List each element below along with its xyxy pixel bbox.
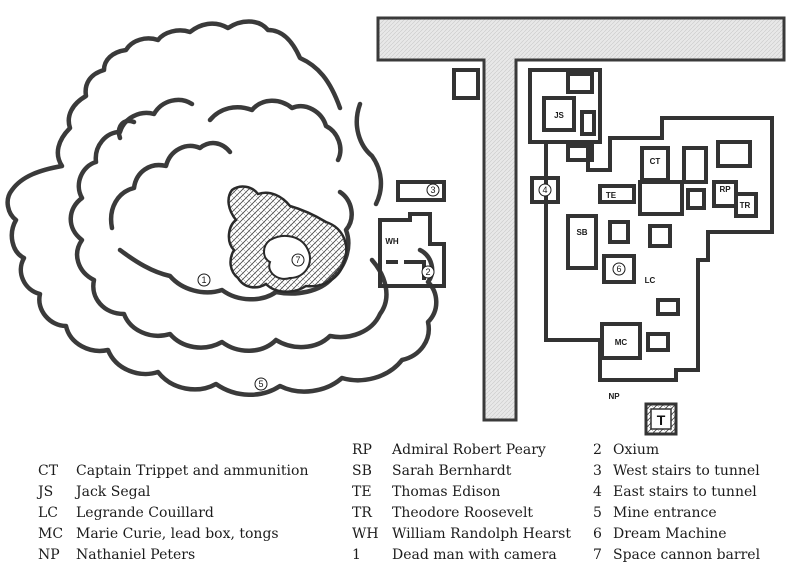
wh-building <box>378 212 446 288</box>
inner-contour-left <box>108 140 233 231</box>
outer-contour <box>5 19 439 397</box>
marker-2: 2 <box>425 267 430 277</box>
legend-code: 6 <box>593 526 602 542</box>
legend-text: Thomas Edison <box>392 484 501 500</box>
legend-item: RP Admiral Robert Peary <box>352 440 571 461</box>
map-symbol-letter: T <box>657 412 666 428</box>
legend-code: CT <box>38 463 59 479</box>
legend-code: JS <box>38 484 54 500</box>
label-sb: SB <box>576 228 587 237</box>
legend-code: 1 <box>352 547 361 563</box>
legend-text: Sarah Bernhardt <box>392 463 512 479</box>
legend-item: MC Marie Curie, lead box, tongs <box>38 524 308 545</box>
legend-item: 5 Mine entrance <box>593 503 760 524</box>
legend-text: Space cannon barrel <box>613 547 761 563</box>
legend-item: CT Captain Trippet and ammunition <box>38 461 308 482</box>
legend-item: LC Legrande Couillard <box>38 503 308 524</box>
label-te: TE <box>606 191 617 200</box>
building-sb <box>566 214 598 270</box>
middle-contour <box>68 97 389 353</box>
legend-item: 4 East stairs to tunnel <box>593 482 760 503</box>
legend-text: Oxium <box>613 442 660 458</box>
marker-7: 7 <box>295 255 300 265</box>
legend-item: TE Thomas Edison <box>352 482 571 503</box>
building-js <box>542 96 576 132</box>
legend-code: 2 <box>593 442 602 458</box>
legend-code: 3 <box>593 463 602 479</box>
legend-text: West stairs to tunnel <box>613 463 760 479</box>
legend-item: JS Jack Segal <box>38 482 308 503</box>
legend-code: 5 <box>593 505 602 521</box>
building-ct <box>640 146 670 182</box>
legend-code: WH <box>352 526 379 542</box>
label-wh: WH <box>385 237 399 246</box>
marker-3: 3 <box>430 185 435 195</box>
legend-right: 2 Oxium 3 West stairs to tunnel 4 East stairs… <box>593 440 760 566</box>
label-lc: LC <box>645 276 656 285</box>
legend-text: Mine entrance <box>613 505 717 521</box>
legend-code: NP <box>38 547 60 563</box>
legend-text: Nathaniel Peters <box>76 547 196 563</box>
legend-text: East stairs to tunnel <box>613 484 757 500</box>
marker-4: 4 <box>542 185 547 195</box>
legend-text: Dream Machine <box>613 526 727 542</box>
building-te <box>598 184 636 204</box>
legend-text: Captain Trippet and ammunition <box>76 463 309 479</box>
legend-item: 6 Dream Machine <box>593 524 760 545</box>
inner-contour-bottom <box>117 189 354 302</box>
legend-code: 4 <box>593 484 602 500</box>
inner-contour-top <box>207 98 343 163</box>
legend-item: WH William Randolph Hearst <box>352 524 571 545</box>
legend-code: MC <box>38 526 64 542</box>
mine-map: 1 7 5 3 2 WH <box>5 16 786 436</box>
legend-text: Marie Curie, lead box, tongs <box>76 526 279 542</box>
label-rp: RP <box>719 185 731 194</box>
legend-code: RP <box>352 442 372 458</box>
west-stairs-3 <box>396 180 446 202</box>
building-tr <box>734 192 758 218</box>
legend-code: 7 <box>593 547 602 563</box>
legend-code: TR <box>352 505 372 521</box>
legend-text: Dead man with camera <box>392 547 557 563</box>
map-symbol: T <box>644 402 678 436</box>
legend-code: TE <box>352 484 372 500</box>
marker-6: 6 <box>616 264 621 274</box>
contour-fragment <box>116 118 137 141</box>
north-street <box>376 16 786 422</box>
legend-item: SB Sarah Bernhardt <box>352 461 571 482</box>
ridge-line <box>354 101 384 207</box>
legend-text: Legrande Couillard <box>76 505 214 521</box>
label-js: JS <box>554 111 564 120</box>
label-np: NP <box>608 392 620 401</box>
legend-item: NP Nathaniel Peters <box>38 545 308 566</box>
marker-5: 5 <box>258 379 263 389</box>
legend-item: 1 Dead man with camera <box>352 545 571 566</box>
legend-text: Theodore Roosevelt <box>392 505 534 521</box>
legend-item: 7 Space cannon barrel <box>593 545 760 566</box>
legend-item: 2 Oxium <box>593 440 760 461</box>
label-tr: TR <box>740 201 751 210</box>
label-mc: MC <box>615 338 628 347</box>
legend-text: Admiral Robert Peary <box>392 442 546 458</box>
legend-code: LC <box>38 505 59 521</box>
legend-code: SB <box>352 463 372 479</box>
marker-1: 1 <box>201 275 206 285</box>
crater-inner <box>263 234 311 280</box>
building-nw <box>452 68 480 100</box>
legend-item: 3 West stairs to tunnel <box>593 461 760 482</box>
building-mc <box>600 322 642 360</box>
legend-text: William Randolph Hearst <box>392 526 571 542</box>
label-ct: CT <box>650 157 661 166</box>
legend-item: TR Theodore Roosevelt <box>352 503 571 524</box>
legend-text: Jack Segal <box>76 484 151 500</box>
